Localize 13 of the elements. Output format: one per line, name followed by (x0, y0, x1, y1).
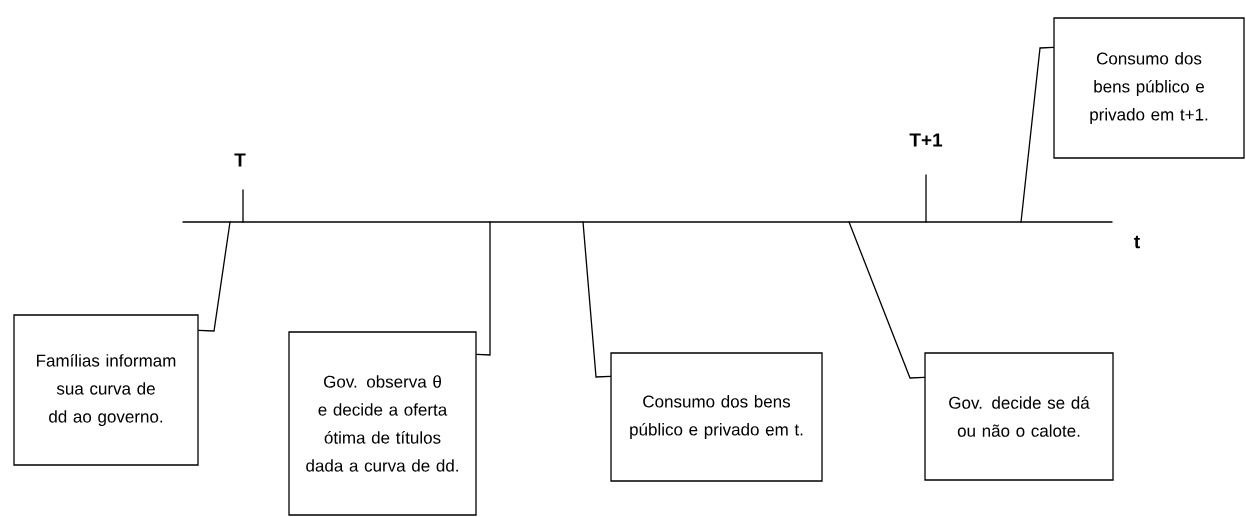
event-box: Gov. decide se dá ou não o calote. (924, 352, 1114, 481)
event-box: Consumo dos bens público e privado em t+1. (1053, 17, 1245, 159)
time-label: T (234, 153, 246, 167)
leader-line (476, 221, 491, 356)
event-box: Consumo dos bens público e privado em t. (610, 352, 823, 482)
event-box: Gov. observa θ e decide a oferta ótima de títulos dada a curva de dd. (288, 331, 477, 516)
leader-line (582, 221, 611, 378)
leader-line (848, 221, 925, 379)
time-label: T+1 (909, 133, 943, 147)
time-label: t (1134, 235, 1140, 249)
leader-line (1020, 46, 1054, 223)
leader-line (198, 221, 231, 332)
event-box: Famílias informam sua curva de dd ao governo. (13, 314, 199, 466)
